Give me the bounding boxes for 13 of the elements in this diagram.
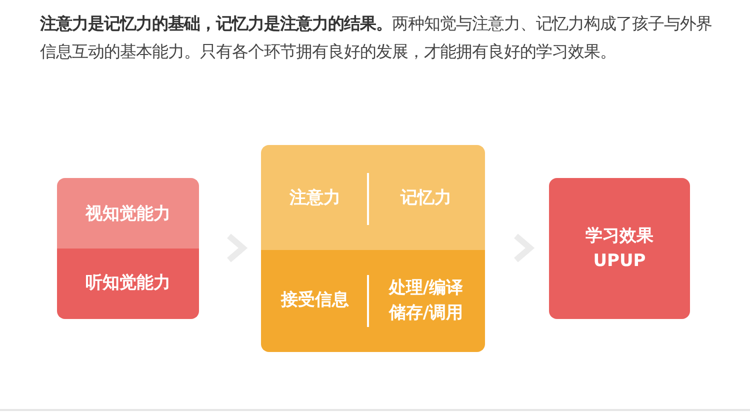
card-label: 记忆力 <box>400 186 452 210</box>
card-label: UPUP <box>593 250 646 272</box>
card-label: 听知觉能力 <box>86 272 170 294</box>
card-label: 接受信息 <box>281 289 349 312</box>
card-label: 学习效果 <box>586 224 654 248</box>
card-label: 处理/编译 <box>388 276 464 300</box>
card-background <box>57 178 199 319</box>
card-label: 储存/调用 <box>388 302 464 324</box>
info-card <box>549 178 690 319</box>
card-background <box>261 145 485 352</box>
intro-paragraph: 注意力是记忆力的基础，记忆力是注意力的结果。两种知觉与注意力、记忆力构成了孩子与外界信息互动的基本能力。只有各个环节拥有良好的发展，才能拥有良好的学习效果。 <box>40 13 712 63</box>
card-label: 视知觉能力 <box>86 202 170 226</box>
card-label: 注意力 <box>290 186 340 210</box>
